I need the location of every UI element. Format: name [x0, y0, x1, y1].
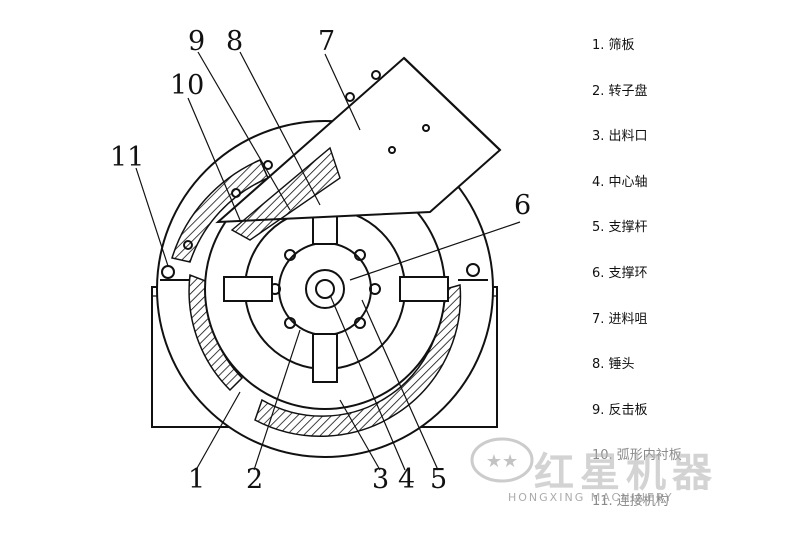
hammer — [312, 333, 338, 383]
watermark-brand-en: HONGXING MACHINERY — [508, 491, 674, 504]
screen-plate — [254, 284, 462, 437]
legend-item-center-shaft: 4. 中心轴 — [592, 174, 648, 190]
legend-item-connection: 11. 连接机构 — [592, 493, 669, 509]
callout-4: 4 — [398, 464, 415, 495]
legend-item-support-ring: 6. 支撑环 — [592, 265, 648, 281]
legend-item-hammer: 8. 锤头 — [592, 357, 635, 373]
legend-item-screen-plate: 1. 筛板 — [592, 38, 635, 53]
callout-7: 7 — [318, 26, 335, 57]
hammer — [399, 276, 449, 302]
support-rod-hole — [369, 283, 381, 295]
support-rod-hole — [284, 249, 296, 261]
callout-3: 3 — [372, 464, 389, 495]
svg-text:★★: ★★ — [486, 451, 518, 472]
watermark-star-logo: ★★ — [470, 437, 534, 483]
support-rod-hole — [354, 317, 366, 329]
callout-11: 11 — [110, 142, 144, 173]
watermark-brand-cn: 红星机器 — [534, 450, 718, 496]
support-rod-hole — [284, 317, 296, 329]
parts-legend: 1. 筛板 2. 转子盘 3. 出料口 4. 中心轴 5. 支撑杆 6. 支撑环… — [592, 36, 792, 538]
impact-plate — [230, 146, 341, 241]
callout-5: 5 — [430, 464, 447, 495]
support-rod-hole — [354, 249, 366, 261]
callout-10: 10 — [170, 70, 204, 101]
center-shaft — [305, 269, 345, 309]
callout-6: 6 — [514, 190, 531, 221]
legend-item-impact-plate: 9. 反击板 — [592, 402, 648, 418]
legend-item-arc-liner: 10. 弧形内衬板 — [592, 448, 682, 464]
arc-liner — [171, 159, 269, 263]
callout-9: 9 — [188, 26, 205, 57]
connection-lug — [466, 263, 480, 277]
legend-item-discharge-outlet: 3. 出料口 — [592, 129, 648, 145]
callout-2: 2 — [246, 464, 263, 495]
legend-item-feed-inlet: 7. 进料咀 — [592, 311, 648, 327]
callout-1: 1 — [188, 464, 205, 495]
legend-item-rotor-disc: 2. 转子盘 — [592, 83, 648, 99]
legend-item-support-rod: 5. 支撑杆 — [592, 220, 648, 236]
callout-8: 8 — [226, 26, 243, 57]
hammer — [223, 276, 273, 302]
